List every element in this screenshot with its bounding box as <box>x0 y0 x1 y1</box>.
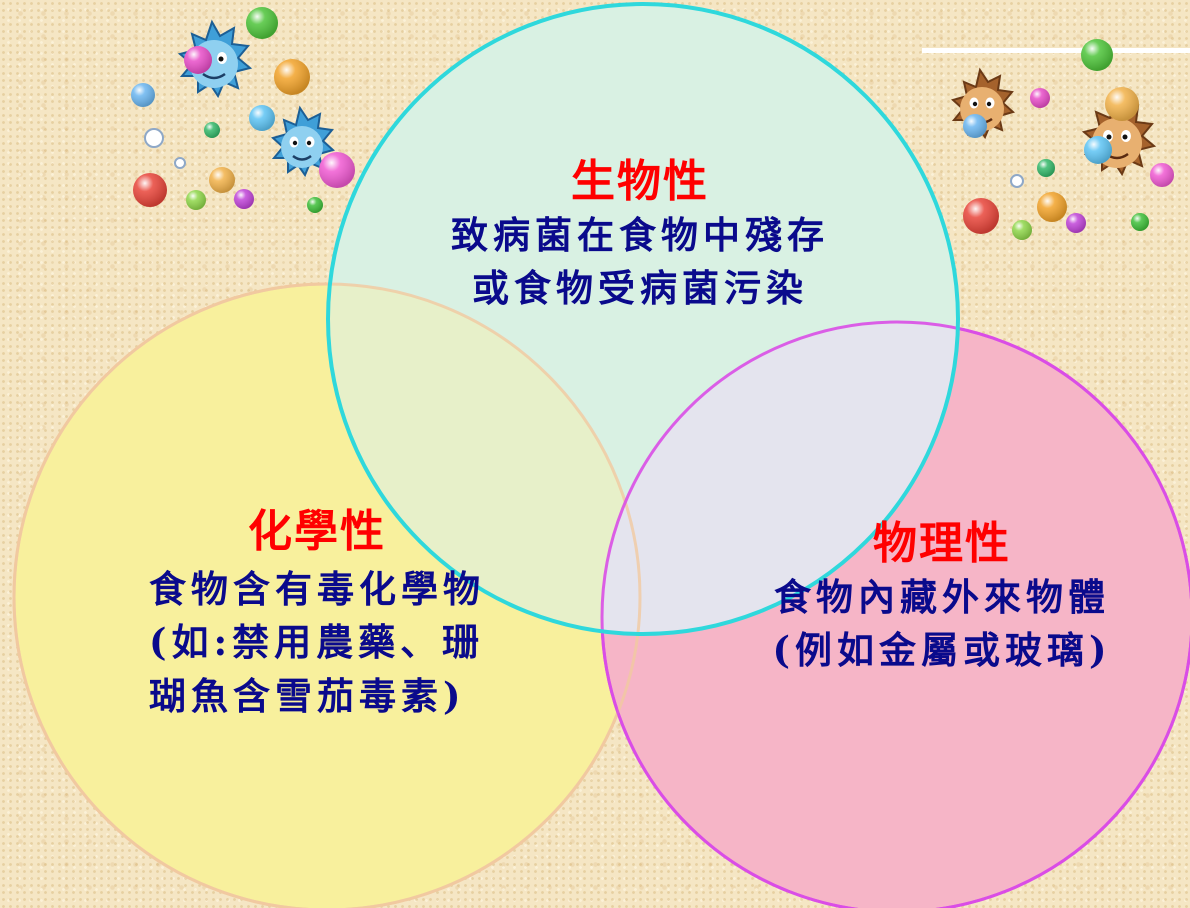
germ-cartoon-right-icon <box>922 39 1190 240</box>
bubble-icon <box>131 7 355 213</box>
germ-cartoon-left-icon <box>131 7 355 213</box>
chemical-label: 化學性 食物含有毒化學物 (如:禁用農藥、珊 瑚魚含雪茄毒素) <box>149 506 485 724</box>
biological-circle-outline <box>326 2 960 636</box>
biological-desc-line: 致病菌在食物中殘存 <box>451 212 829 257</box>
overlap-bio-chem <box>328 284 640 634</box>
physical-title: 物理性 <box>872 518 1011 569</box>
physical-label: 物理性 食物內藏外來物體 (例如金屬或玻璃) <box>772 518 1111 678</box>
physical-desc-line: (例如金屬或玻璃) <box>772 628 1112 673</box>
physical-circle-outline <box>600 320 1190 908</box>
biological-label: 生物性 致病菌在食物中殘存 或食物受病菌污染 <box>451 156 829 316</box>
chemical-desc-line: 食物含有毒化學物 <box>149 566 485 611</box>
physical-desc-line: 食物內藏外來物體 <box>773 574 1110 619</box>
chemical-title: 化學性 <box>248 506 386 557</box>
biological-desc-line: 或食物受病菌污染 <box>472 266 808 311</box>
biological-title: 生物性 <box>571 156 709 207</box>
blue-germ-icon <box>270 105 336 178</box>
chemical-desc-line: 瑚魚含雪茄毒素) <box>149 674 466 719</box>
bubble-icon <box>963 39 1174 240</box>
chemical-desc-line: (如:禁用農藥、珊 <box>149 620 485 665</box>
chemical-circle-outline <box>12 282 642 908</box>
